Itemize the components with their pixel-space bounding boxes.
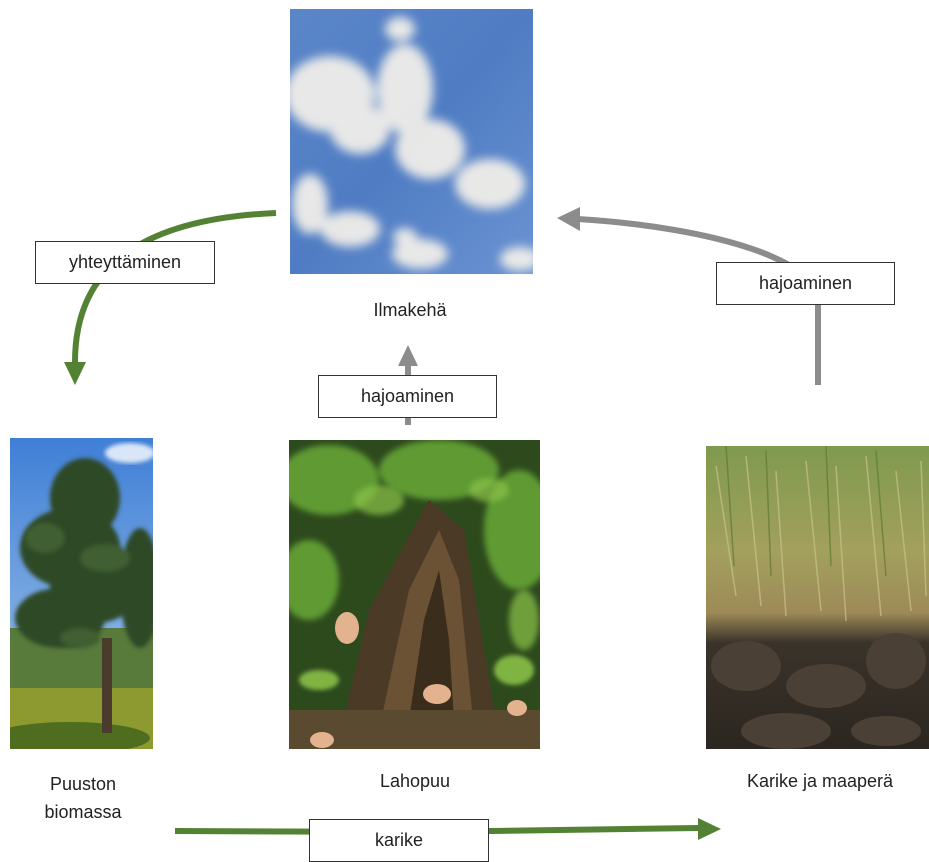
deadwood-photo	[289, 440, 540, 749]
deadwood-decomposition-arrowhead	[398, 345, 418, 366]
litter-box: karike	[309, 819, 489, 862]
soil-decomposition-box: hajoaminen	[716, 262, 895, 305]
soil-decomposition-label: hajoaminen	[758, 273, 853, 293]
sky-photo	[290, 9, 533, 274]
tree-biomass-label: Puuston biomassa	[8, 770, 158, 826]
tree-biomass-label-text: Puuston biomassa	[44, 774, 122, 822]
litter-arrowhead	[698, 818, 721, 840]
soil-photo	[706, 446, 929, 749]
photosynthesis-label: yhteyttäminen	[68, 252, 182, 272]
deadwood-decomposition-box: hajoaminen	[318, 375, 497, 418]
soil-decomposition-arrowhead	[557, 207, 580, 231]
deadwood-decomposition-label: hajoaminen	[360, 386, 455, 406]
litter-soil-label: Karike ja maaperä	[746, 771, 894, 791]
deadwood-label: Lahopuu	[379, 771, 451, 791]
photosynthesis-box: yhteyttäminen	[35, 241, 215, 284]
litter-label: karike	[374, 830, 423, 850]
photosynthesis-arrowhead	[64, 362, 86, 385]
tree-photo	[10, 438, 153, 749]
photosynthesis-arrow	[72, 210, 277, 363]
atmosphere-label: Ilmakehä	[373, 300, 447, 320]
